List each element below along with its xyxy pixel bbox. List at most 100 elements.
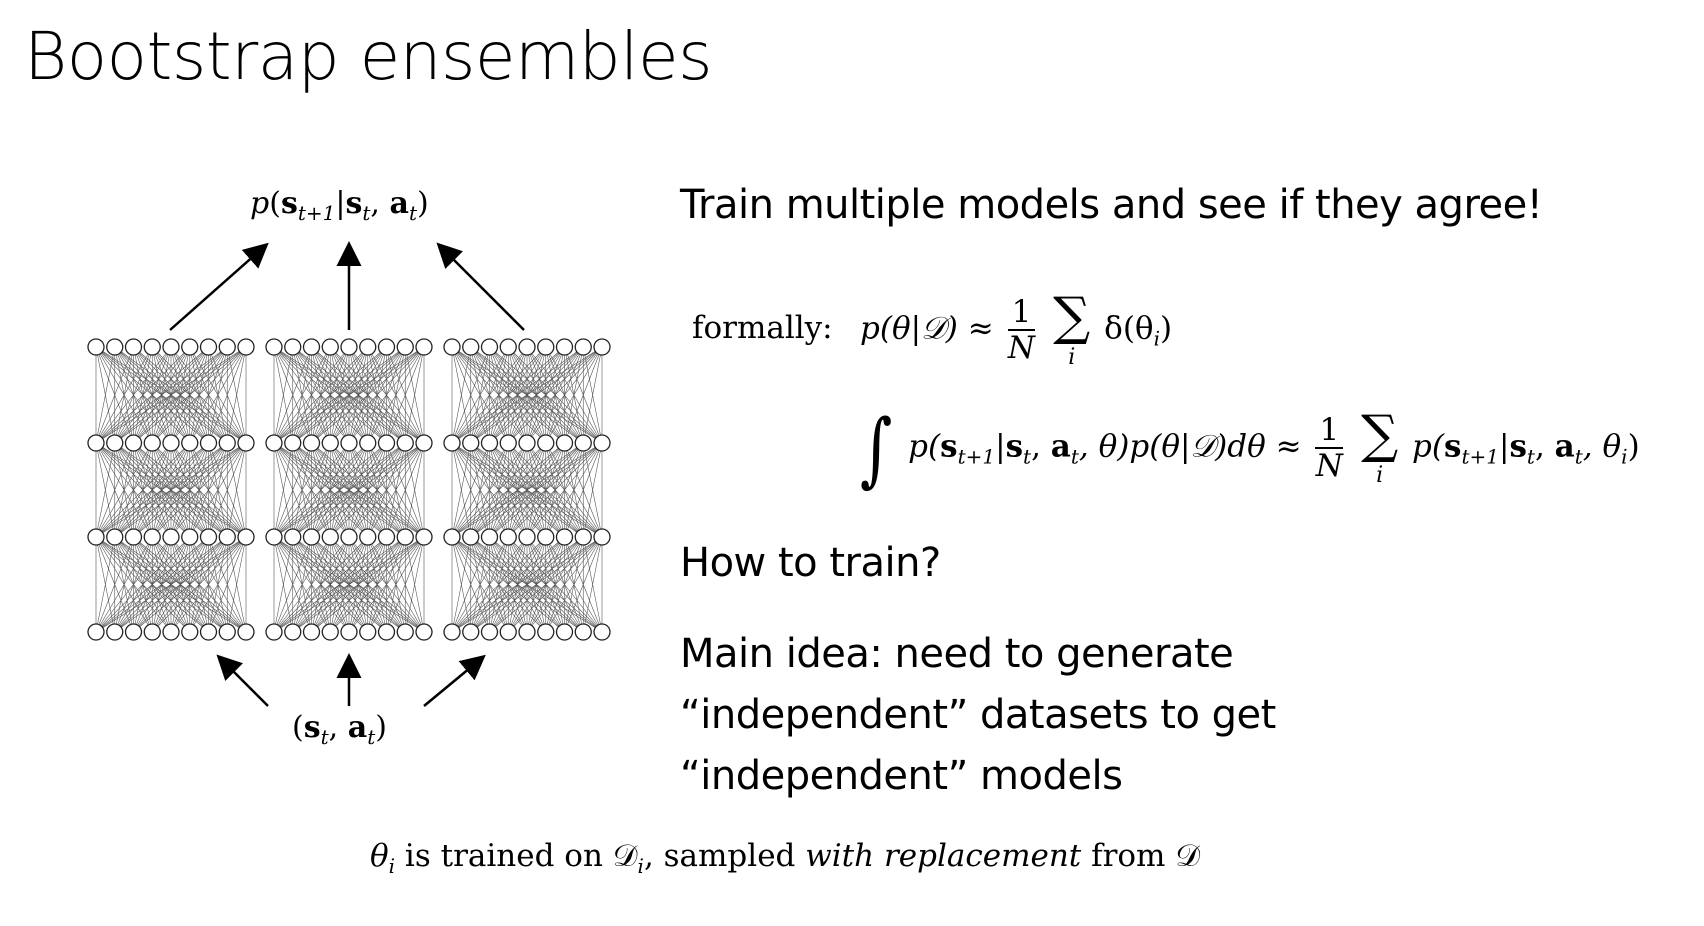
network-edge	[95, 346, 209, 444]
network-edge	[564, 346, 603, 444]
f2-r-part2: , θ	[1582, 428, 1622, 465]
f2-sum: ∑ i	[1361, 405, 1399, 488]
f2-r-st: s	[1509, 428, 1527, 465]
network-node	[396, 528, 414, 546]
network-edge	[95, 442, 209, 538]
network-edge	[348, 442, 425, 538]
network-node	[537, 434, 555, 452]
network-edge	[451, 442, 546, 538]
network-node	[181, 338, 199, 356]
network-node	[462, 434, 480, 452]
network-edge	[582, 346, 603, 444]
network-node	[237, 623, 255, 641]
network-node	[143, 528, 161, 546]
network-node	[162, 434, 180, 452]
network-node	[340, 338, 358, 356]
network-edge	[348, 346, 425, 444]
network-node	[593, 623, 611, 641]
network-edge	[470, 536, 603, 633]
network-edge	[273, 346, 406, 444]
f2-sum-index: i	[1376, 463, 1384, 488]
network-edge	[451, 442, 509, 538]
network-edge	[95, 346, 153, 444]
network-node	[518, 623, 536, 641]
network-node	[377, 338, 396, 356]
network-edge	[330, 442, 425, 538]
network-node	[218, 528, 236, 546]
network-edge	[95, 536, 209, 633]
network-node	[555, 528, 574, 546]
caption-theta-sub: i	[388, 854, 396, 879]
network-node	[124, 338, 143, 356]
caption-theta: θ	[370, 838, 389, 874]
network-node	[181, 623, 199, 641]
network-node	[106, 338, 124, 356]
f2-bar: |	[995, 428, 1006, 465]
network-edge	[95, 536, 228, 633]
f1-term-close: )	[1159, 310, 1173, 347]
f2-r-p-open: p(	[1412, 428, 1444, 465]
network-node	[143, 623, 161, 641]
flow-arrow	[216, 654, 269, 707]
f2-p-open: p(	[908, 428, 941, 465]
network-edge	[95, 442, 153, 538]
network-edge	[582, 442, 603, 538]
network-node	[302, 528, 321, 546]
network-node	[396, 623, 414, 641]
network-edge	[526, 346, 603, 444]
network-edge	[273, 536, 406, 633]
caption-dataset-2: 𝒟	[1175, 838, 1201, 874]
f2-s-sub: t+1	[957, 444, 996, 469]
network-node	[499, 434, 517, 452]
network-node	[593, 338, 611, 356]
input-state-action-label: (st, at)	[292, 710, 387, 749]
network-node	[415, 434, 433, 452]
network-edge	[95, 346, 228, 444]
network-node	[124, 434, 143, 452]
network-node	[237, 434, 255, 452]
network-edge	[114, 536, 247, 633]
network-edge	[451, 346, 584, 444]
network-node	[555, 623, 574, 641]
network-edge	[451, 536, 565, 633]
network-node	[518, 338, 536, 356]
flow-arrow	[169, 242, 269, 331]
network-edge	[451, 536, 490, 633]
network-node	[106, 528, 124, 546]
network-node	[321, 434, 339, 452]
network-edge	[311, 442, 425, 538]
network-edge	[367, 536, 425, 633]
f1-term-sub: i	[1153, 326, 1160, 351]
network-edge	[451, 346, 472, 444]
network-edge	[273, 442, 331, 538]
network-edge	[226, 442, 247, 538]
network-node	[302, 338, 321, 356]
network-edge	[170, 442, 247, 538]
network-node	[218, 623, 236, 641]
network-edge	[152, 536, 247, 633]
network-edge	[95, 346, 134, 444]
main-idea-text: Main idea: need to generate “independent…	[680, 624, 1276, 807]
how-to-train-heading: How to train?	[680, 540, 941, 586]
network-node	[124, 623, 143, 641]
network-edge	[451, 536, 472, 633]
flow-arrow	[423, 654, 486, 707]
network-edge	[133, 536, 247, 633]
network-edge	[273, 536, 387, 633]
network-edge	[273, 346, 350, 444]
network-edge	[451, 442, 603, 538]
network-edge	[95, 536, 153, 633]
network-node	[443, 434, 461, 452]
f2-r-st-sub: t	[1526, 444, 1535, 469]
f2-r-at: a	[1554, 428, 1575, 465]
network-node	[415, 528, 433, 546]
network-edge	[95, 536, 134, 633]
network-edge	[95, 346, 247, 444]
network-edge	[189, 536, 247, 633]
network-edge	[208, 536, 247, 633]
f2-st-sub: t	[1023, 444, 1032, 469]
network-edge	[273, 536, 368, 633]
caption-text1: is trained on	[395, 838, 613, 874]
network-edge	[273, 442, 406, 538]
network-edge	[273, 346, 387, 444]
